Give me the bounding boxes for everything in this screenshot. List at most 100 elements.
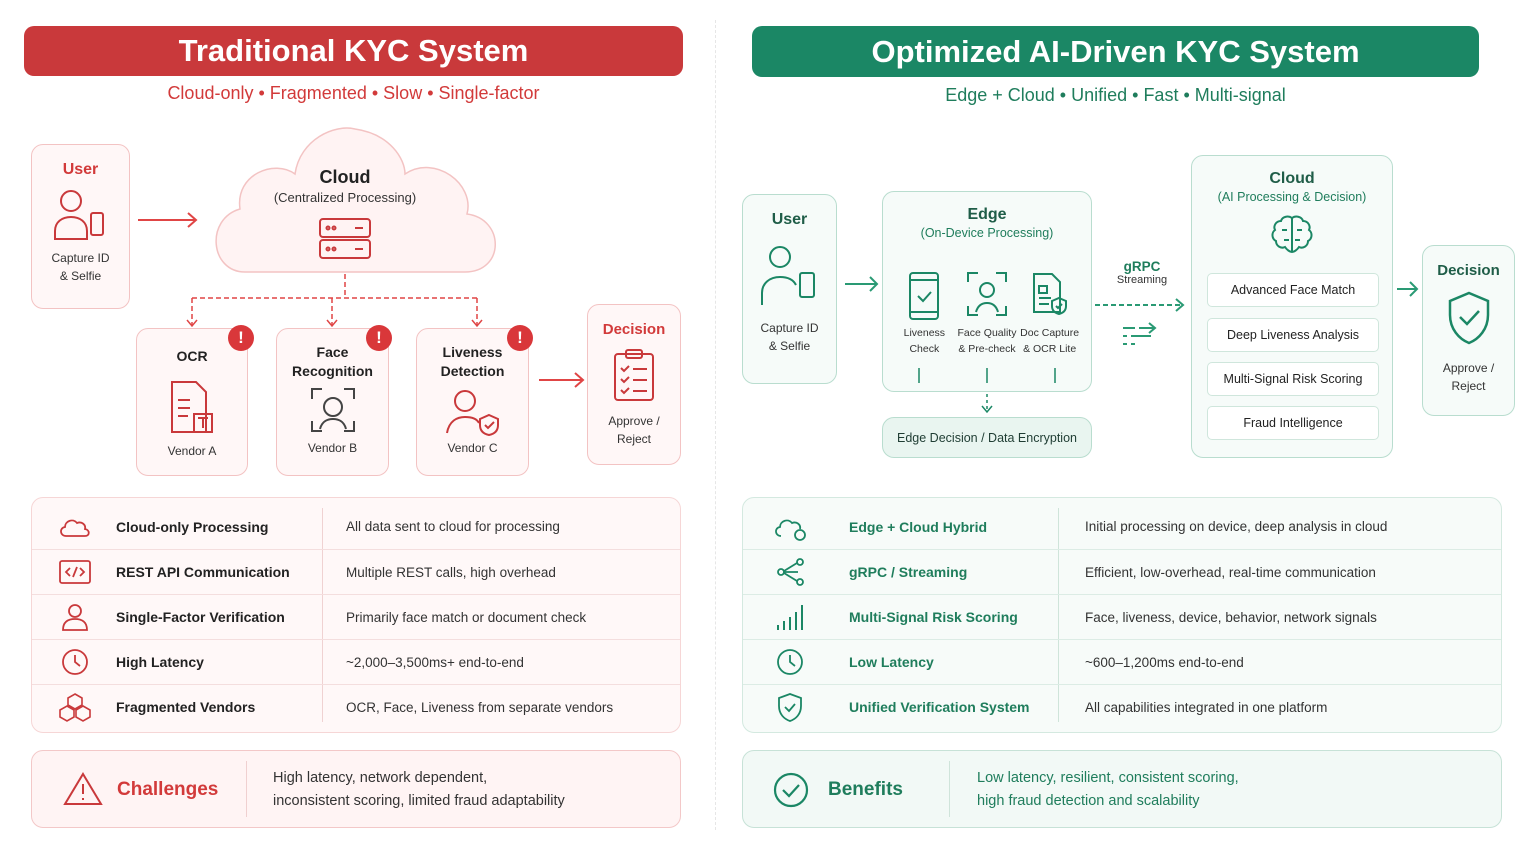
cloud-item: Fraud Intelligence xyxy=(1207,406,1379,440)
vendor-name: Vendor C xyxy=(447,441,498,455)
cloud-subtitle: (Centralized Processing) xyxy=(273,190,417,205)
table-row: Low Latency ~600–1,200ms end-to-end xyxy=(743,639,1501,684)
shield-check-icon xyxy=(1448,291,1489,345)
vendor-title: Recognition xyxy=(292,363,373,379)
right-title: Optimized AI-Driven KYC System xyxy=(752,26,1479,77)
decision-caption: Approve / xyxy=(608,414,660,428)
edge-item-label: Check xyxy=(909,343,940,355)
edge-item-liveness: Liveness Check xyxy=(894,272,955,357)
user-title: User xyxy=(62,161,99,178)
vendor-box-ocr: OCR Vendor A xyxy=(136,328,248,476)
edge-decision-label: Edge Decision / Data Encryption xyxy=(897,430,1077,445)
cloud-hybrid-icon xyxy=(775,519,806,541)
edge-item-label: & Pre-check xyxy=(958,343,1016,355)
cloud-subtitle: (AI Processing & Decision) xyxy=(1217,190,1367,204)
row-desc: Initial processing on device, deep analy… xyxy=(1085,519,1388,534)
decision-caption: Approve / xyxy=(1442,361,1495,375)
right-subtitle-item: Multi-signal xyxy=(1194,85,1286,105)
arrow-icon xyxy=(138,212,198,228)
user-caption: Capture ID xyxy=(760,321,819,335)
row-label: High Latency xyxy=(116,654,204,670)
share-icon xyxy=(777,558,804,586)
clipboard-checklist-icon xyxy=(614,349,654,401)
left-subtitle: Cloud-only • Fragmented • Slow • Single-… xyxy=(167,83,540,103)
row-desc: ~2,000–3,500ms+ end-to-end xyxy=(346,654,524,670)
left-decision-box: Decision Approve / Reject xyxy=(587,304,681,465)
row-desc: Primarily face match or document check xyxy=(346,609,587,625)
check-circle-icon xyxy=(773,772,809,808)
cloud-item: Advanced Face Match xyxy=(1207,273,1379,307)
row-desc: All capabilities integrated in one platf… xyxy=(1085,699,1328,715)
edge-item-doc-capture: Doc Capture & OCR Lite xyxy=(1019,272,1080,357)
row-desc: Efficient, low-overhead, real-time commu… xyxy=(1085,564,1376,580)
user-phone-icon xyxy=(53,190,104,240)
edge-connectors xyxy=(918,368,1056,414)
grpc-label: gRPC xyxy=(1123,259,1161,274)
vendor-name: Vendor A xyxy=(167,444,217,458)
row-label: Multi-Signal Risk Scoring xyxy=(849,609,1018,625)
decision-caption: Reject xyxy=(1451,379,1486,393)
left-subtitle-item: Slow xyxy=(383,83,423,103)
user-phone-icon xyxy=(760,246,815,305)
edge-item-face-quality: Face Quality & Pre-check xyxy=(955,272,1020,357)
table-row: Single-Factor Verification Primarily fac… xyxy=(32,594,680,639)
benefits-label: Benefits xyxy=(828,779,903,800)
left-title: Traditional KYC System xyxy=(24,26,683,76)
table-row: High Latency ~2,000–3,500ms+ end-to-end xyxy=(32,639,680,684)
edge-decision-box: Edge Decision / Data Encryption xyxy=(882,417,1092,458)
dashed-connector xyxy=(186,274,483,328)
right-cloud-box: Cloud (AI Processing & Decision) Advance… xyxy=(1191,155,1393,458)
signal-bars-icon xyxy=(777,605,803,630)
vendor-box-liveness: Liveness Detection Vendor C xyxy=(416,328,529,476)
row-label: Fragmented Vendors xyxy=(116,699,256,715)
right-subtitle-item: Unified xyxy=(1071,85,1128,105)
decision-caption: Reject xyxy=(616,432,651,446)
edge-box: Edge (On-Device Processing) xyxy=(882,191,1092,392)
row-label: Unified Verification System xyxy=(849,699,1030,715)
person-icon xyxy=(62,604,88,631)
cloud-title: Cloud xyxy=(1269,170,1315,187)
challenges-box: Challenges High latency, network depende… xyxy=(31,750,681,828)
right-user-box: User Capture ID & Selfie xyxy=(742,194,837,384)
benefits-text: Low latency, resilient, consistent scori… xyxy=(977,770,1239,786)
vendor-title: OCR xyxy=(176,348,208,364)
cloud-icon xyxy=(60,519,90,537)
brain-icon xyxy=(1271,215,1313,253)
left-subtitle-item: Single-factor xyxy=(438,83,540,103)
user-caption: & Selfie xyxy=(59,269,102,283)
edge-subtitle: (On-Device Processing) xyxy=(920,226,1054,240)
warning-triangle-icon xyxy=(63,772,103,805)
document-text-icon xyxy=(171,381,213,433)
center-divider xyxy=(715,20,716,830)
row-label: Low Latency xyxy=(849,654,934,670)
benefits-text: high fraud detection and scalability xyxy=(977,793,1200,809)
right-subtitle: Edge + Cloud • Unified • Fast • Multi-si… xyxy=(945,85,1286,105)
left-subtitle-item: Fragmented xyxy=(269,83,367,103)
decision-title: Decision xyxy=(1437,262,1500,279)
clock-icon xyxy=(62,649,88,675)
edge-item-label: Face Quality xyxy=(957,327,1017,339)
cloud-title: Cloud xyxy=(319,167,371,187)
cloud-item: Multi-Signal Risk Scoring xyxy=(1207,362,1379,396)
row-label: Edge + Cloud Hybrid xyxy=(849,518,988,535)
row-label: gRPC / Streaming xyxy=(849,564,968,580)
row-desc: Multiple REST calls, high overhead xyxy=(346,564,556,580)
right-subtitle-item: Edge + Cloud xyxy=(945,85,1055,105)
phone-check-icon xyxy=(909,272,940,320)
table-row: gRPC / Streaming Efficient, low-overhead… xyxy=(743,549,1501,594)
clock-icon xyxy=(777,649,803,675)
edge-item-label: Liveness xyxy=(903,327,946,339)
row-desc: OCR, Face, Liveness from separate vendor… xyxy=(346,699,614,715)
row-label: Cloud-only Processing xyxy=(116,518,269,535)
warning-badge: ! xyxy=(366,325,392,351)
vendor-title: Detection xyxy=(440,363,505,379)
edge-item-label: & OCR Lite xyxy=(1023,343,1077,355)
shield-check-icon xyxy=(778,693,802,722)
table-row: Edge + Cloud Hybrid Initial processing o… xyxy=(743,504,1501,549)
cloud-item: Deep Liveness Analysis xyxy=(1207,318,1379,352)
table-row: Unified Verification System All capabili… xyxy=(743,684,1501,729)
face-scan-icon xyxy=(310,388,355,432)
table-row: Cloud-only Processing All data sent to c… xyxy=(32,504,680,549)
edge-item-label: Doc Capture xyxy=(1020,327,1080,339)
left-feature-table: Cloud-only Processing All data sent to c… xyxy=(31,497,681,733)
